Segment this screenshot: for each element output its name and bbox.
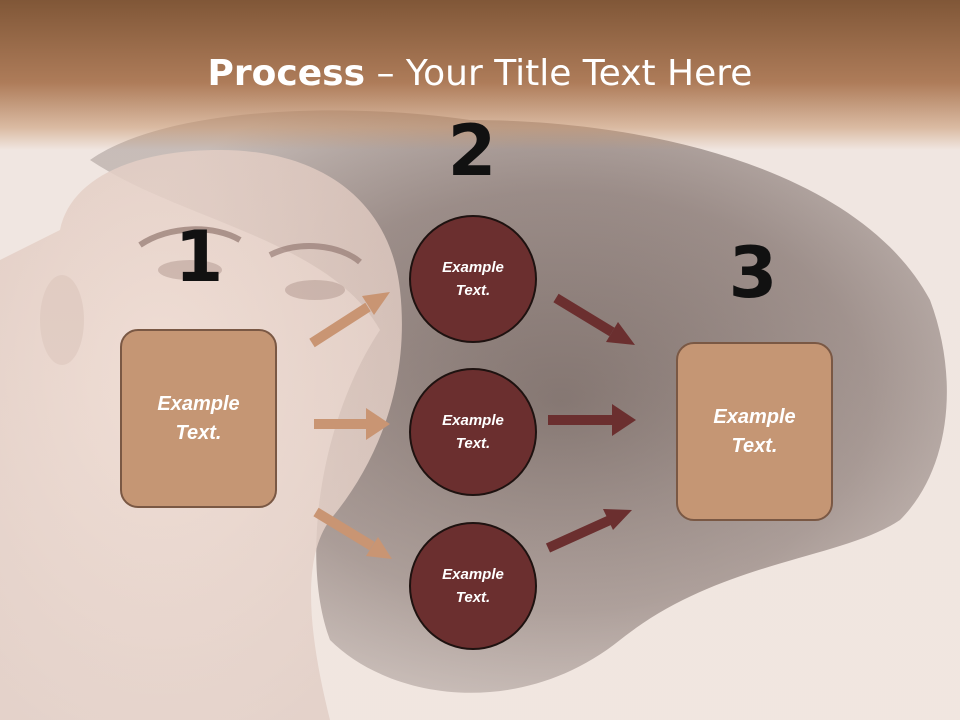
step-1-label: Example Text.	[157, 392, 240, 444]
step-2-circle-top: Example Text.	[409, 215, 537, 343]
arrow-circle-bottom-to-box3	[545, 509, 632, 553]
step-3-label: Example Text.	[713, 405, 796, 457]
step-2-circle-middle: Example Text.	[409, 368, 537, 496]
title-rest: – Your Title Text Here	[365, 53, 753, 94]
step-number-1: 1	[174, 216, 224, 298]
circle-top-label: Example Text.	[442, 259, 504, 299]
step-number-2: 2	[447, 110, 497, 192]
title-band	[0, 0, 960, 150]
arrow-circle-top-to-box3	[553, 293, 635, 345]
arrow-box1-to-circle-top	[309, 292, 390, 348]
arrow-box1-to-circle-mid	[314, 408, 390, 440]
title-bold: Process	[207, 53, 366, 94]
step-2-circle-bottom: Example Text.	[409, 522, 537, 650]
circle-bottom-label: Example Text.	[442, 566, 504, 606]
slide-title: Process – Your Title Text Here	[0, 50, 960, 98]
arrow-box1-to-circle-bottom	[313, 507, 392, 559]
step-3-box: Example Text.	[676, 342, 833, 521]
step-1-box: Example Text.	[120, 329, 277, 508]
step-number-3: 3	[728, 232, 778, 314]
arrow-circle-mid-to-box3	[548, 404, 636, 436]
circle-middle-label: Example Text.	[442, 412, 504, 452]
